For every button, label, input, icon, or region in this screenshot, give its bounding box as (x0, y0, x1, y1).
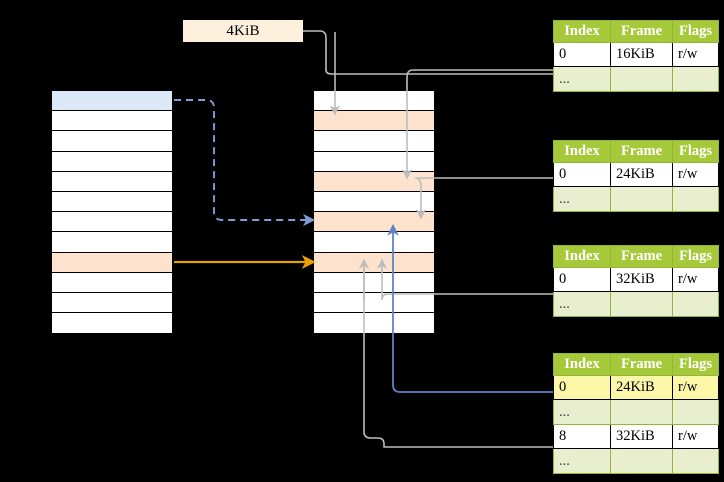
column-header-flags: Flags (672, 140, 719, 163)
cell-index: ... (553, 448, 611, 474)
vmem-cell-row-6 (51, 211, 173, 233)
wire-size-to-table1 (303, 30, 553, 75)
table-ellipsis-row: ... (553, 448, 719, 474)
cell-frame: 16KiB (610, 42, 673, 67)
column-header-index: Index (553, 20, 611, 43)
column-header-flags: Flags (672, 245, 719, 268)
vmem-cell-row-1 (51, 110, 173, 132)
pmem-cell-row-4 (313, 170, 435, 193)
table-ellipsis-row: ... (553, 66, 719, 92)
cell-flags: r/w (672, 424, 719, 449)
vmem-cell-row-10 (51, 292, 173, 314)
column-header-frame: Frame (610, 140, 673, 163)
pmem-cell-row-9 (313, 271, 435, 294)
pmem-cell-row-10 (313, 292, 435, 314)
cell-flags: r/w (672, 375, 719, 400)
column-header-index: Index (553, 353, 611, 376)
cell-frame (610, 66, 673, 92)
pmem-cell-row-6 (313, 211, 435, 233)
wire-left-blue-to-mid-row6 (174, 99, 316, 227)
column-header-index: Index (553, 140, 611, 163)
vmem-cell-row-11 (51, 312, 173, 334)
pmem-cell-row-5 (313, 191, 435, 213)
cell-flags: r/w (672, 162, 719, 187)
column-header-index: Index (553, 245, 611, 268)
vmem-cell-row-3 (51, 150, 173, 173)
cell-flags (672, 448, 719, 474)
cell-flags (672, 399, 719, 425)
cell-index: ... (553, 291, 611, 317)
column-header-frame: Frame (610, 20, 673, 43)
cell-frame (610, 399, 673, 425)
vmem-cell-row-2 (51, 130, 173, 153)
column-header-flags: Flags (672, 20, 719, 43)
pmem-cell-row-1 (313, 110, 435, 132)
pmem-cell-row-11 (313, 312, 435, 334)
cell-index: 8 (553, 424, 611, 449)
table-ellipsis-row: ... (553, 186, 719, 212)
table-ellipsis-row: ... (553, 399, 719, 425)
vmem-cell-row-4 (51, 170, 173, 193)
column-header-flags: Flags (672, 353, 719, 376)
cell-frame (610, 291, 673, 317)
vmem-cell-row-8 (51, 251, 173, 274)
cell-index: 0 (553, 267, 611, 292)
cell-frame (610, 186, 673, 212)
pmem-cell-row-0 (313, 90, 435, 112)
pmem-cell-row-7 (313, 231, 435, 254)
cell-index: ... (553, 186, 611, 212)
cell-frame (610, 448, 673, 474)
pmem-cell-row-2 (313, 130, 435, 153)
column-header-frame: Frame (610, 353, 673, 376)
vmem-cell-row-0 (51, 90, 173, 112)
page-size-label: 4KiB (183, 20, 303, 42)
pmem-cell-row-8 (313, 251, 435, 274)
cell-index: ... (553, 399, 611, 425)
pmem-cell-row-3 (313, 150, 435, 173)
cell-flags: r/w (672, 42, 719, 67)
cell-flags (672, 66, 719, 92)
cell-frame: 24KiB (610, 375, 673, 400)
vmem-cell-row-9 (51, 271, 173, 294)
cell-flags (672, 291, 719, 317)
cell-flags: r/w (672, 267, 719, 292)
cell-frame: 32KiB (610, 424, 673, 449)
table-ellipsis-row: ... (553, 291, 719, 317)
cell-frame: 32KiB (610, 267, 673, 292)
cell-frame: 24KiB (610, 162, 673, 187)
vmem-cell-row-7 (51, 231, 173, 254)
cell-flags (672, 186, 719, 212)
cell-index: ... (553, 66, 611, 92)
cell-index: 0 (553, 42, 611, 67)
cell-index: 0 (553, 375, 611, 400)
vmem-cell-row-5 (51, 191, 173, 213)
cell-index: 0 (553, 162, 611, 187)
column-header-frame: Frame (610, 245, 673, 268)
